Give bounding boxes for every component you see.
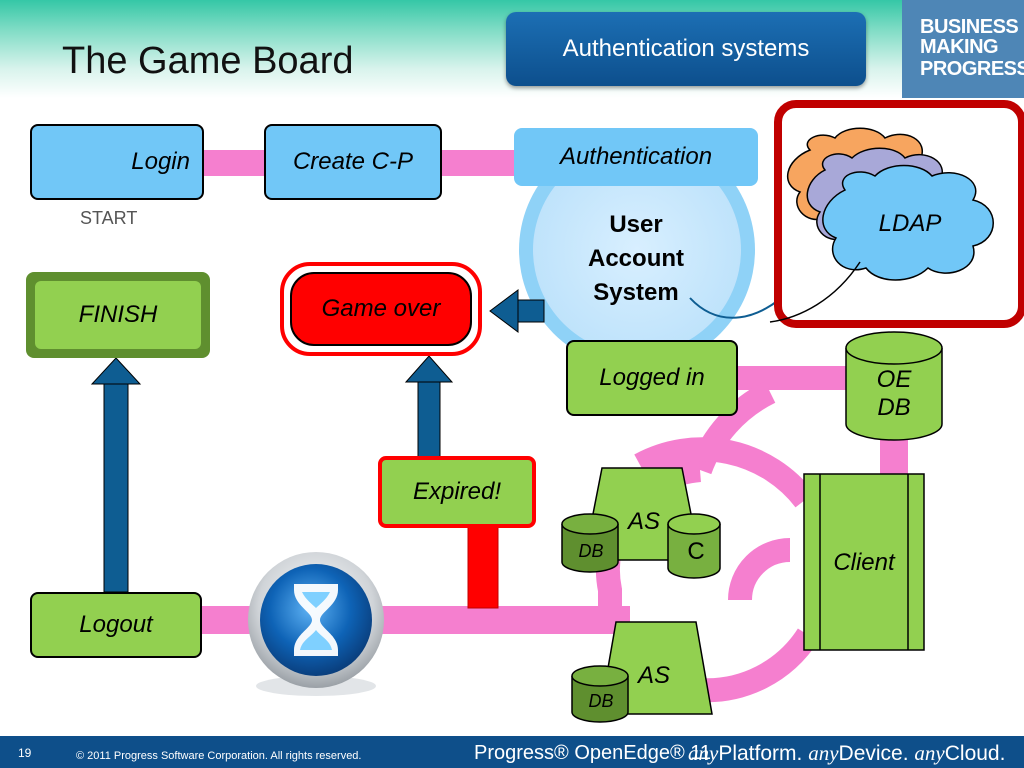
uas-line-3: System — [593, 279, 679, 306]
expired-node: Expired! — [378, 456, 536, 528]
tagline-platform: Platform. — [718, 742, 803, 765]
logout-node: Logout — [30, 592, 202, 658]
arrow-to-game-over-icon — [404, 355, 454, 459]
oe-db-line-1: OE — [876, 366, 912, 393]
game-over-inner: Game over — [290, 272, 472, 346]
client-label: Client — [833, 549, 895, 576]
tagline-device: Device. — [838, 742, 909, 765]
login-node: Login — [30, 124, 204, 200]
login-label: Login — [131, 148, 190, 175]
brand-line-2: MAKING — [920, 36, 999, 58]
expired-connector — [467, 521, 499, 609]
tagline: anyPlatform. anyDevice. anyCloud. — [688, 741, 1005, 766]
slide-footer: 19 © 2011 Progress Software Corporation.… — [0, 736, 1024, 768]
tagline-any-3: any — [914, 741, 945, 765]
game-over-label: Game over — [321, 295, 441, 322]
uas-line-2: Account — [588, 245, 684, 272]
authentication-label: Authentication — [559, 143, 713, 170]
db-bottom-label: DB — [588, 690, 614, 711]
oe-db-label: OE DB — [854, 366, 934, 422]
start-label: START — [80, 208, 138, 228]
oe-db-cylinder — [845, 331, 943, 441]
create-cp-node: Create C-P — [264, 124, 442, 200]
brand-line-3: PROGRESS. — [920, 58, 1024, 80]
user-account-system-shape — [519, 132, 791, 368]
as-top-label: AS — [627, 508, 660, 535]
user-account-system-label: User Account System — [560, 208, 712, 310]
create-cp-label: Create C-P — [292, 148, 414, 175]
hourglass-icon — [248, 552, 384, 696]
game-over-node: Game over — [280, 262, 482, 356]
finish-inner: FINISH — [35, 281, 201, 349]
topic-badge: Authentication systems — [506, 12, 866, 86]
as-top-group — [561, 467, 721, 579]
brand-logo: BUSINESS MAKING PROGRESS. — [902, 0, 1024, 98]
ldap-label: LDAP — [878, 210, 942, 237]
expired-inner: Expired! — [382, 460, 532, 524]
page-number: 19 — [18, 746, 32, 760]
copyright-text: © 2011 Progress Software Corporation. Al… — [76, 750, 362, 762]
board-path — [200, 150, 908, 703]
expired-label: Expired! — [412, 478, 502, 505]
as-bottom-label: AS — [637, 662, 670, 689]
db-top-label: DB — [578, 540, 604, 561]
tagline-any-1: any — [688, 741, 719, 765]
logout-label: Logout — [79, 611, 153, 638]
finish-node: FINISH — [26, 272, 210, 358]
logged-in-label: Logged in — [599, 364, 705, 391]
slide-title: The Game Board — [62, 40, 354, 82]
logged-in-node: Logged in — [566, 340, 738, 416]
game-board-diagram — [37, 100, 1024, 723]
finish-label: FINISH — [78, 301, 158, 328]
oe-db-line-2: DB — [877, 394, 911, 421]
as-bottom-group — [571, 621, 713, 723]
tagline-any-2: any — [808, 741, 839, 765]
authentication-node: Authentication — [514, 128, 758, 186]
c-label: C — [687, 538, 705, 565]
brand-line-1: BUSINESS — [920, 16, 1019, 38]
product-name: Progress® OpenEdge® 11 — [474, 742, 712, 764]
client-box — [803, 473, 925, 651]
arrow-to-finish-icon — [90, 357, 142, 593]
arrow-left-to-game-over-icon — [489, 289, 545, 333]
uas-line-1: User — [609, 211, 663, 238]
ldap-group — [769, 100, 1024, 328]
tagline-cloud: Cloud. — [944, 742, 1006, 765]
